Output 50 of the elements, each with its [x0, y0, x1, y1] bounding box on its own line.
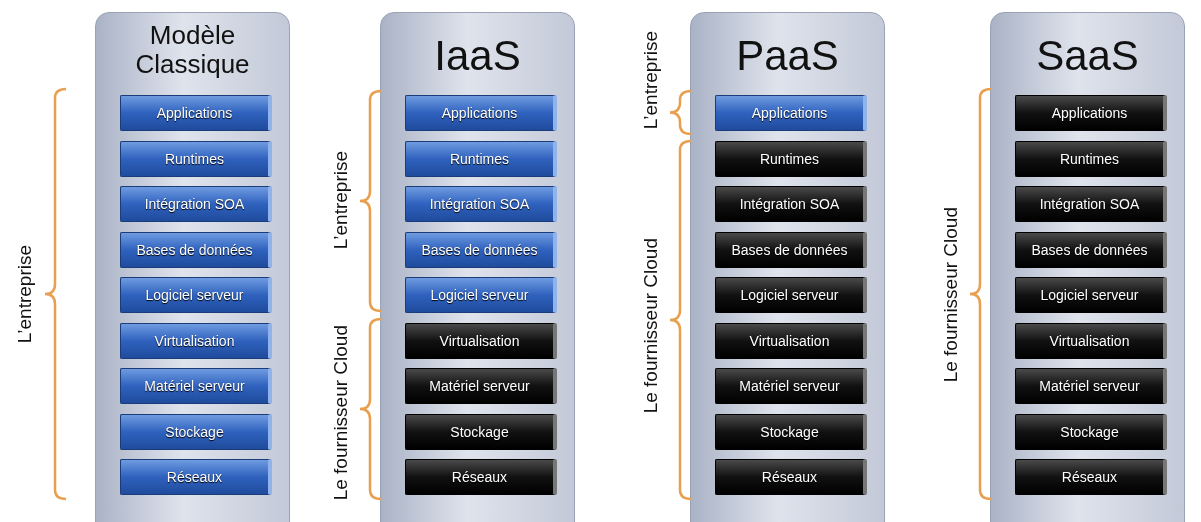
layer-box: Runtimes — [405, 140, 557, 177]
layer-box: Logiciel serveur — [1015, 277, 1167, 313]
layer-box: Runtimes — [1015, 140, 1167, 177]
layer-box: Runtimes — [120, 140, 272, 177]
layer-box: Intégration SOA — [120, 186, 272, 222]
panel-card — [990, 12, 1185, 522]
side-label: Le fournisseur Cloud — [640, 237, 662, 413]
column-title: IaaS — [433, 35, 522, 77]
layer-box: Applications — [120, 95, 272, 131]
layer-box: Stockage — [405, 413, 557, 450]
layer-box: Runtimes — [715, 140, 867, 177]
layer-box: Intégration SOA — [715, 186, 867, 222]
layer-box: Bases de données — [405, 231, 557, 268]
panel-card — [95, 12, 290, 522]
layer-box: Bases de données — [120, 231, 272, 268]
side-label: Le fournisseur Cloud — [330, 324, 352, 500]
layer-box: Matériel serveur — [405, 368, 557, 404]
layer-box: Matériel serveur — [715, 368, 867, 404]
layer-box: Logiciel serveur — [120, 277, 272, 313]
panel-card — [690, 12, 885, 522]
column-title: PaaS — [735, 35, 840, 77]
column-title: SaaS — [1035, 35, 1140, 77]
panel-card — [380, 12, 575, 522]
layer-box: Virtualisation — [405, 322, 557, 359]
layer-box: Réseaux — [405, 459, 557, 495]
layer-box: Bases de données — [1015, 231, 1167, 268]
layer-box: Réseaux — [1015, 459, 1167, 495]
layer-box: Applications — [715, 95, 867, 131]
layer-box: Virtualisation — [1015, 322, 1167, 359]
layer-box: Stockage — [120, 413, 272, 450]
layer-box: Intégration SOA — [405, 186, 557, 222]
layer-box: Applications — [405, 95, 557, 131]
layer-box: Intégration SOA — [1015, 186, 1167, 222]
layer-box: Applications — [1015, 95, 1167, 131]
layer-box: Logiciel serveur — [715, 277, 867, 313]
layer-box: Virtualisation — [715, 322, 867, 359]
layer-box: Logiciel serveur — [405, 277, 557, 313]
layer-box: Stockage — [715, 413, 867, 450]
layer-box: Réseaux — [715, 459, 867, 495]
layer-box: Matériel serveur — [120, 368, 272, 404]
side-label: L’entreprise — [640, 31, 662, 130]
layer-box: Stockage — [1015, 413, 1167, 450]
layer-box: Bases de données — [715, 231, 867, 268]
side-label: Le fournisseur Cloud — [940, 206, 962, 382]
layer-box: Matériel serveur — [1015, 368, 1167, 404]
side-label: L’entreprise — [330, 151, 352, 250]
column-title: Modèle Classique — [134, 21, 251, 79]
side-label: L’entreprise — [14, 245, 36, 344]
layer-box: Réseaux — [120, 459, 272, 495]
layer-box: Virtualisation — [120, 322, 272, 359]
